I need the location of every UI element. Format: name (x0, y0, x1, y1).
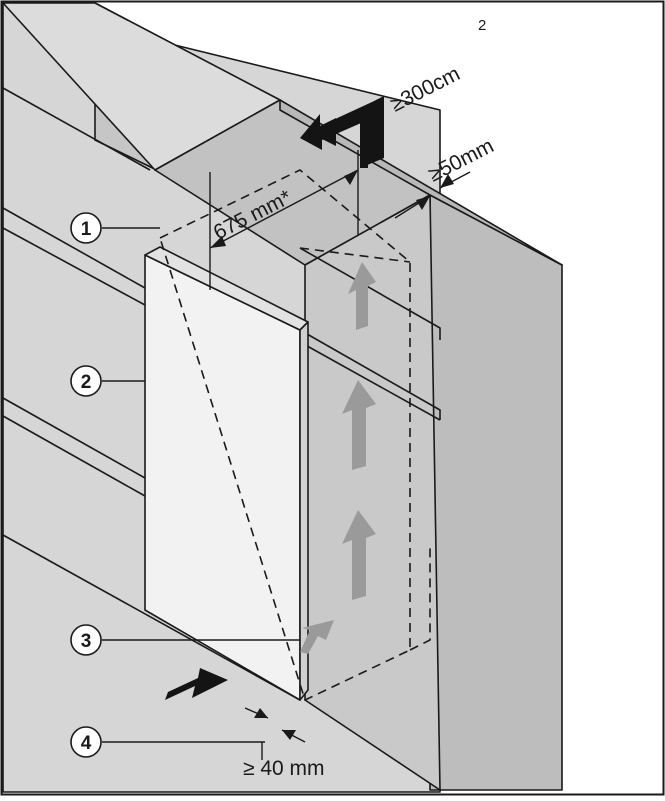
dimension-arrowhead (344, 170, 358, 185)
shelf-line (2, 87, 151, 171)
shelf-line (2, 207, 146, 289)
callout-circle (70, 365, 102, 397)
callout-2: 2 (70, 365, 145, 397)
callout-circle (70, 624, 102, 656)
dimension-arrowhead (440, 174, 454, 188)
bottom-gap-label: ≥ 40 mm (243, 757, 325, 780)
callout-1: 1 (70, 212, 160, 244)
dimension-arrowhead (254, 708, 268, 718)
appliance-outline-back (409, 548, 431, 651)
airflow-arrow (348, 262, 376, 330)
airflow-arrow (342, 510, 376, 600)
door-side-edge (299, 321, 309, 701)
vent-area-exponent: 2 (478, 17, 486, 34)
callout-number: 4 (81, 733, 92, 754)
dimension-arrowhead (416, 196, 430, 210)
airflow-arrows (300, 262, 376, 654)
airflow-arrow (342, 380, 376, 470)
shelf-line (2, 415, 146, 497)
niche-inner-wall (304, 194, 441, 791)
shelf-line (2, 227, 146, 306)
shelf-edge (299, 329, 441, 420)
airflow-arrow (300, 620, 334, 654)
shelf-line (2, 534, 301, 701)
bottom-gap-dimension (244, 707, 306, 760)
dimension-line (209, 169, 359, 249)
depth-dimension (209, 150, 359, 290)
exhaust-arrow-shape (300, 96, 384, 168)
top-gap-dimension (394, 171, 471, 219)
shelf-line (2, 397, 146, 479)
callout-4: 4 (70, 726, 265, 758)
callout-circle (70, 212, 102, 244)
callout-number: 3 (81, 631, 92, 652)
intake-arrow (165, 668, 228, 700)
callout-number: 2 (81, 372, 92, 393)
side-cabinet-face (429, 194, 563, 791)
callout-circle (70, 726, 102, 758)
dimension-arrowhead (282, 730, 296, 740)
dimension-arrowhead (210, 236, 226, 248)
shelf-edge (299, 247, 441, 340)
shelf-line (299, 341, 441, 421)
callout-3: 3 (70, 624, 300, 656)
callout-number: 1 (81, 219, 92, 240)
cabinet-structure (2, 2, 563, 793)
appliance-outline-top (299, 247, 411, 263)
top-shelf-edge (279, 99, 563, 266)
